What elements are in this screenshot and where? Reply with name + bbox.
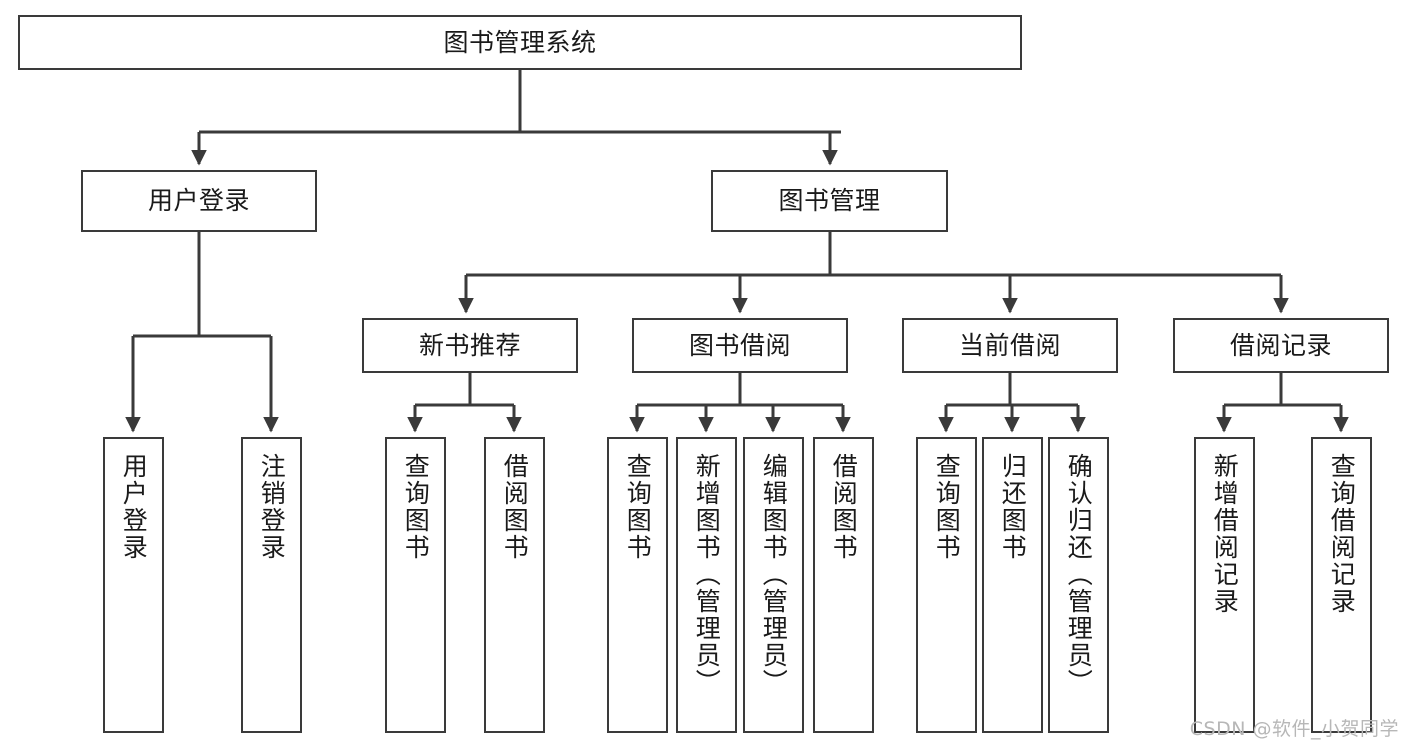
node-leaf-user-login[interactable]: 用户登录 [103,437,164,733]
node-leaf-add-borrow-record[interactable]: 新增借阅记录 [1194,437,1255,733]
node-leaf-borrow-book-recommend[interactable]: 借阅图书 [484,437,545,733]
node-leaf-logout[interactable]: 注销登录 [241,437,302,733]
node-book-management-label: 图书管理 [778,186,881,215]
node-leaf-query-book-current[interactable]: 查询图书 [916,437,977,733]
node-current-borrow-label: 当前借阅 [958,330,1061,360]
node-leaf-add-book-admin[interactable]: 新增图书（管理员） [676,437,737,733]
node-leaf-confirm-return-admin[interactable]: 确认归还（管理员） [1048,437,1109,733]
node-leaf-logout-label: 注销登录 [257,453,287,561]
node-leaf-borrow-book-label: 借阅图书 [829,453,859,561]
node-book-management[interactable]: 图书管理 [711,170,948,232]
node-leaf-return-book[interactable]: 归还图书 [982,437,1043,733]
node-leaf-edit-book-admin[interactable]: 编辑图书（管理员） [743,437,804,733]
node-borrow-record-label: 借阅记录 [1229,330,1332,360]
node-leaf-add-book-admin-label: 新增图书（管理员） [692,453,722,696]
node-leaf-query-borrow-record-label: 查询借阅记录 [1327,453,1357,615]
node-root[interactable]: 图书管理系统 [18,15,1022,70]
node-borrow-record[interactable]: 借阅记录 [1173,318,1389,373]
node-book-borrow-label: 图书借阅 [688,330,791,360]
csdn-watermark: CSDN @软件_小贺同学 [1189,718,1399,740]
node-leaf-user-login-label: 用户登录 [119,453,149,561]
node-user-login[interactable]: 用户登录 [81,170,317,232]
node-leaf-return-book-label: 归还图书 [998,453,1028,561]
node-leaf-confirm-return-admin-label: 确认归还（管理员） [1064,453,1094,696]
node-book-borrow[interactable]: 图书借阅 [632,318,848,373]
node-leaf-borrow-book[interactable]: 借阅图书 [813,437,874,733]
node-leaf-query-book-borrow-label: 查询图书 [623,453,653,561]
node-leaf-query-book-current-label: 查询图书 [932,453,962,561]
node-leaf-query-borrow-record[interactable]: 查询借阅记录 [1311,437,1372,733]
node-root-label: 图书管理系统 [443,27,597,57]
node-leaf-borrow-book-recommend-label: 借阅图书 [500,453,530,561]
node-new-book-recommend-label: 新书推荐 [418,330,521,360]
node-leaf-add-borrow-record-label: 新增借阅记录 [1210,453,1240,615]
node-leaf-query-book-borrow[interactable]: 查询图书 [607,437,668,733]
node-leaf-query-book-recommend-label: 查询图书 [401,453,431,561]
node-user-login-label: 用户登录 [147,186,250,215]
node-current-borrow[interactable]: 当前借阅 [902,318,1118,373]
node-leaf-edit-book-admin-label: 编辑图书（管理员） [759,453,789,696]
node-new-book-recommend[interactable]: 新书推荐 [362,318,578,373]
node-leaf-query-book-recommend[interactable]: 查询图书 [385,437,446,733]
